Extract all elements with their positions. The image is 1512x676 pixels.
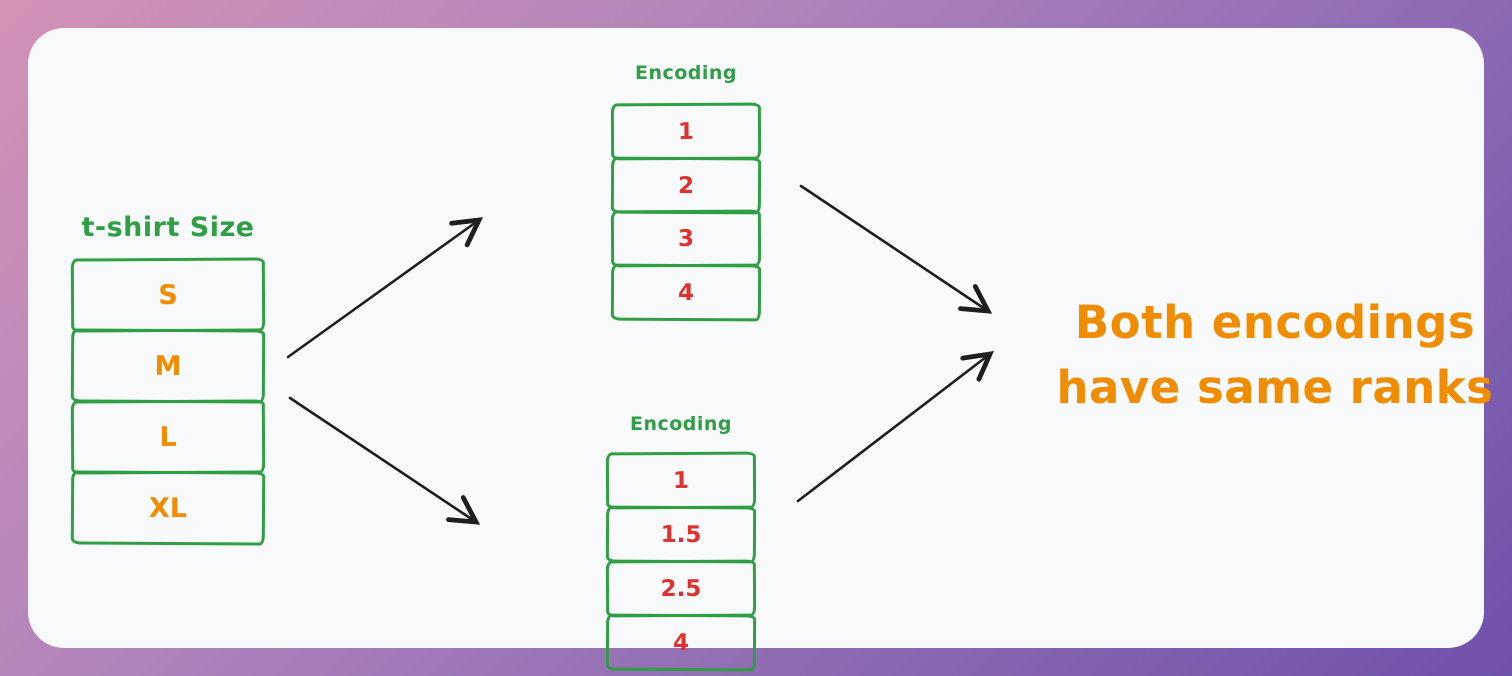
conclusion-text: Both encodings have same ranks: [1040, 290, 1510, 421]
encoding-bottom-row-4: 4: [605, 613, 757, 672]
conclusion-line-2: have same ranks: [1056, 361, 1494, 415]
tshirt-row-xl: XL: [70, 470, 266, 546]
encoding-bottom-row-1: 1: [605, 451, 757, 510]
tshirt-size-table: S M L XL: [70, 257, 266, 546]
conclusion-line-1: Both encodings: [1074, 296, 1476, 349]
tshirt-table-title: t-shirt Size: [81, 212, 255, 243]
tshirt-row-s: S: [70, 257, 266, 333]
encoding-top-row-1: 1: [610, 102, 762, 161]
encoding-bottom-row-2: 1.5: [605, 505, 757, 564]
encoding-top-title: Encoding: [634, 62, 738, 84]
encoding-top-row-2: 2: [610, 156, 762, 215]
encoding-bottom-title: Encoding: [629, 413, 733, 435]
tshirt-row-m: M: [70, 328, 266, 404]
encoding-bottom-table: 1 1.5 2.5 4: [605, 451, 757, 672]
tshirt-row-l: L: [70, 399, 266, 475]
encoding-top-row-4: 4: [610, 263, 762, 322]
whiteboard-canvas: t-shirt Size S M L XL Encoding 1 2 3 4 E…: [28, 28, 1493, 672]
encoding-top-row-3: 3: [610, 209, 762, 268]
encoding-top-table: 1 2 3 4: [610, 102, 762, 322]
encoding-bottom-row-3: 2.5: [605, 559, 757, 618]
